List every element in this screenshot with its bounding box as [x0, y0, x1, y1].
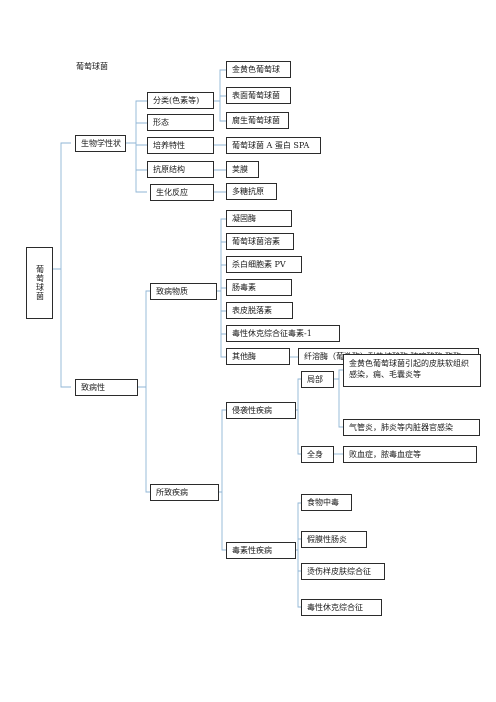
substance-item-5: 表皮脱落素 [226, 302, 293, 319]
classification-connector [214, 69, 226, 122]
substance-item-4: 肠毒素 [226, 279, 292, 296]
pathogenicity-connector [138, 290, 150, 493]
classification-item-3: 腐生葡萄球菌 [226, 112, 289, 129]
root-connector [53, 142, 71, 388]
classification-item-1: 金黄色葡萄球 [226, 61, 291, 78]
biology-node: 生物学性状 [75, 135, 126, 152]
toxin-item-3: 烫伤样皮肤综合征 [301, 563, 385, 580]
systemic-node: 全身 [301, 446, 334, 463]
toxin-item-4: 毒性休克综合征 [301, 599, 382, 616]
antigen-node: 抗原结构 [147, 161, 214, 178]
toxin-item-1: 食物中毒 [301, 494, 352, 511]
culture-detail: 葡萄球菌 A 蛋白 SPA [226, 137, 321, 154]
biology-connector [126, 100, 147, 193]
local-item-1: 金黄色葡萄球菌引起的皮肤软组织感染，痈、毛囊炎等 [343, 354, 481, 387]
invasive-node: 侵袭性疾病 [226, 402, 296, 419]
diseases-connector [219, 409, 226, 551]
local-connector [334, 369, 343, 428]
local-node: 局部 [301, 371, 334, 388]
toxin-node: 毒素性疾病 [226, 542, 296, 559]
substance-item-3: 杀白细胞素 PV [226, 256, 302, 273]
page-title: 葡萄球菌 [76, 62, 108, 71]
classification-node: 分类(色素等) [147, 92, 214, 109]
antigen-detail: 荚膜 [226, 161, 259, 178]
substance-item-7: 其他酶 [226, 348, 290, 365]
pathogenicity-node: 致病性 [75, 379, 138, 396]
toxin-item-2: 假膜性肠炎 [301, 531, 367, 548]
diseases-node: 所致疾病 [150, 484, 219, 501]
detail-connector [214, 144, 226, 193]
systemic-detail: 败血症，脓毒血症等 [343, 446, 477, 463]
substance-item-2: 葡萄球菌溶素 [226, 233, 294, 250]
root-node: 葡萄球菌 [26, 247, 53, 319]
invasive-connector [296, 378, 301, 455]
culture-node: 培养特性 [147, 137, 214, 154]
substance-item-1: 凝固酶 [226, 210, 292, 227]
biochem-node: 生化反应 [150, 184, 214, 201]
biochem-detail: 多糖抗原 [226, 183, 277, 200]
substance-item-6: 毒性休克综合征毒素-1 [226, 325, 340, 342]
classification-item-2: 表面葡萄球菌 [226, 87, 291, 104]
substances-node: 致病物质 [150, 283, 217, 300]
local-item-2: 气管炎，肺炎等内脏器官感染 [343, 419, 480, 436]
substances-connector [217, 218, 226, 358]
toxin-connector [296, 502, 301, 608]
morphology-node: 形态 [147, 114, 214, 131]
